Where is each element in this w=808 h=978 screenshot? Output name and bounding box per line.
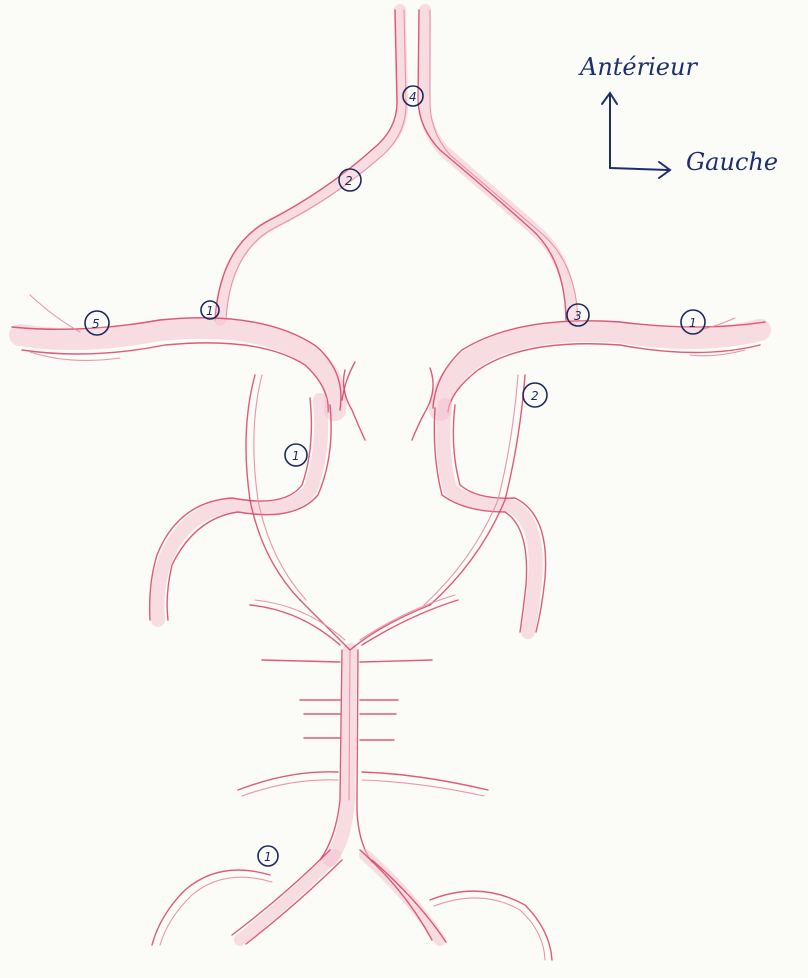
basilar-artery: [238, 595, 488, 862]
marker-4-acomm: 4: [403, 86, 423, 106]
marker-1-right-aca: 1: [201, 301, 219, 319]
svg-text:3: 3: [574, 309, 582, 323]
svg-text:1: 1: [206, 304, 214, 318]
vertebral-arteries: [152, 850, 552, 960]
anterior-label: Antérieur: [578, 53, 698, 81]
vessel-network: [12, 10, 765, 960]
left-arrow-icon: [610, 162, 670, 178]
marker-layer: 4 2 5 1 3 1 2: [85, 86, 705, 866]
left-posterior-loop: [424, 375, 546, 632]
svg-text:4: 4: [409, 90, 417, 104]
anterior-arrow-icon: [602, 93, 617, 168]
right-middle-cerebral-artery: [12, 295, 365, 440]
left-label: Gauche: [686, 148, 778, 176]
svg-text:5: 5: [92, 317, 100, 331]
svg-text:2: 2: [345, 174, 353, 188]
marker-2-right-aca: 2: [339, 169, 361, 191]
marker-1-right-pca: 1: [285, 444, 307, 466]
svg-text:1: 1: [689, 316, 697, 330]
svg-text:1: 1: [264, 850, 272, 864]
marker-3-left-ica: 3: [567, 304, 589, 326]
svg-text:1: 1: [292, 449, 300, 463]
right-posterior-loop: [150, 375, 331, 620]
left-middle-cerebral-artery: [412, 318, 765, 440]
marker-5-right-mca: 5: [85, 311, 109, 335]
svg-text:2: 2: [531, 389, 539, 403]
marker-1-left-pca: 1: [258, 846, 278, 866]
marker-1-left-mca: 1: [681, 310, 705, 334]
orientation-compass: Antérieur Gauche: [578, 53, 778, 178]
anterior-cerebral-arteries: [215, 10, 578, 320]
marker-2-left-pcomm: 2: [523, 383, 547, 407]
